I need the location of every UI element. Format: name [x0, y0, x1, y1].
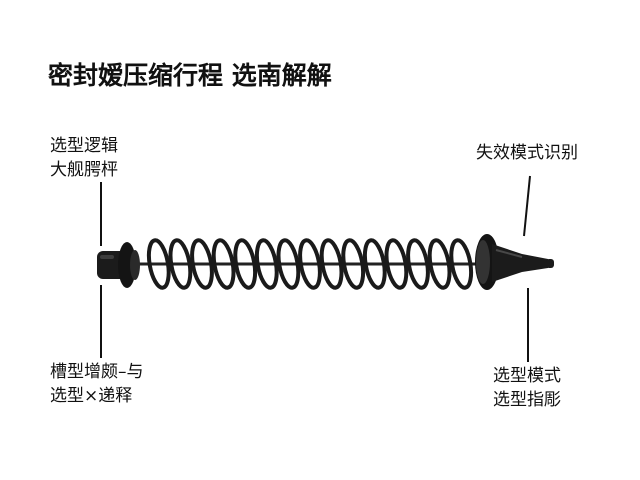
- label-top-left: 选型逻辑 大舰腭枰: [50, 134, 118, 182]
- label-top-right-line-1: 失效模式识别: [476, 143, 578, 163]
- spring-coil: [362, 238, 387, 290]
- compression-spring-icon: [146, 238, 474, 290]
- label-bottom-right-line-1: 选型模式: [493, 366, 561, 386]
- label-top-right: 失效模式识别: [476, 141, 578, 165]
- diagram-title: 密封嫒压缩行程 选南解解: [48, 61, 332, 90]
- spring-coil: [319, 238, 344, 290]
- spring-coil: [190, 238, 214, 290]
- leader-line-top-right: [523, 175, 531, 237]
- spring-coil: [427, 238, 452, 290]
- seal-cap-icon: [97, 242, 140, 288]
- spring-coil: [254, 238, 279, 290]
- spring-coil: [146, 238, 171, 290]
- piston-nozzle-icon: [475, 234, 554, 290]
- spring-coil: [298, 238, 322, 290]
- label-bottom-left: 槽型增颇–与 选型×递释: [50, 360, 144, 408]
- spring-coil: [168, 238, 193, 290]
- label-bottom-left-line-1: 槽型增颇–与: [50, 362, 144, 382]
- spring-coil: [341, 238, 366, 290]
- spring-coil: [449, 238, 474, 290]
- label-top-left-line-2: 大舰腭枰: [50, 160, 118, 180]
- spring-coil: [406, 238, 430, 290]
- spring-coil: [384, 238, 409, 290]
- label-top-left-line-1: 选型逻辑: [50, 136, 118, 156]
- spring-coil: [276, 238, 301, 290]
- label-bottom-left-line-2: 选型×递释: [50, 386, 133, 406]
- spring-coil: [211, 238, 236, 290]
- label-bottom-right-line-2: 选型指彫: [493, 390, 561, 410]
- spring-coil: [233, 238, 258, 290]
- label-bottom-right: 选型模式 选型指彫: [493, 364, 561, 412]
